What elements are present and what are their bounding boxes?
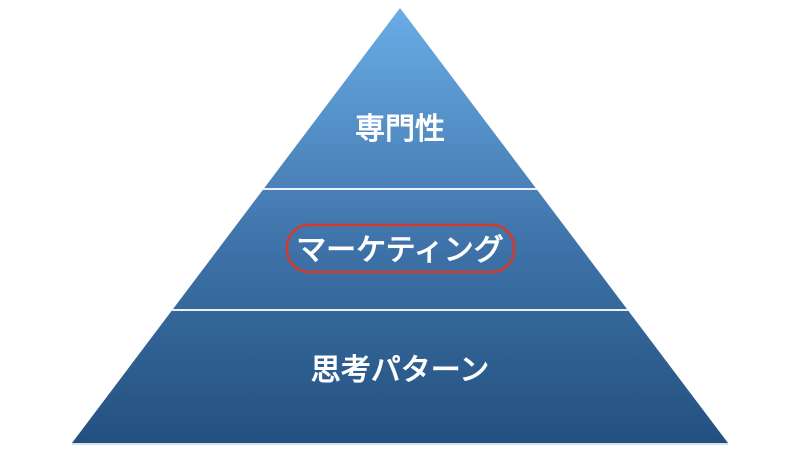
highlight-ring (285, 223, 516, 274)
tier-label-top: 専門性 (355, 113, 445, 146)
tier-label-middle: マーケティング (296, 234, 504, 267)
tier-label-bottom: 思考パターン (311, 354, 490, 387)
